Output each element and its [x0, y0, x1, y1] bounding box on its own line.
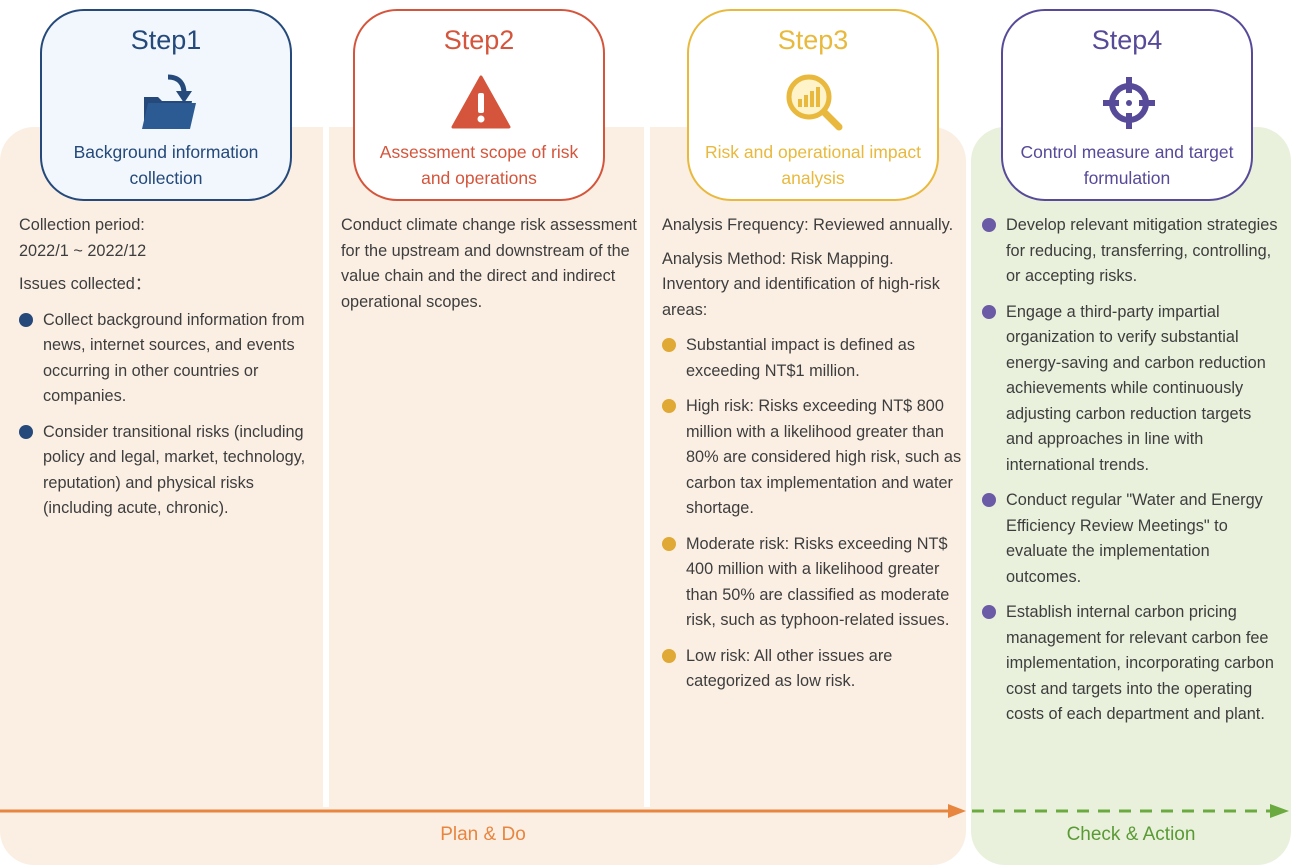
bullet-dot — [982, 218, 996, 232]
step3-details: Analysis Frequency: Reviewed annually. A… — [662, 213, 962, 705]
step-title: Step1 — [130, 25, 202, 55]
list-item: Conduct regular "Water and Energy Effici… — [982, 488, 1282, 590]
step-label: Background information collection — [73, 142, 259, 188]
list-item: Develop relevant mitigation strategies f… — [982, 213, 1282, 290]
plan-arrow-head — [948, 804, 966, 818]
list-item: Low risk: All other issues are categoriz… — [662, 644, 962, 695]
step-label: Control measure and target formulation — [1020, 142, 1234, 188]
bullet-dot — [19, 424, 33, 439]
list-item-text: Develop relevant mitigation strategies f… — [1006, 216, 1278, 285]
plan-do-label: Plan & Do — [440, 824, 526, 845]
list-item-text: Consider transitional risks (including p… — [43, 422, 306, 518]
warning-icon — [451, 75, 511, 129]
list-item: Engage a third-party impartial organizat… — [982, 300, 1282, 479]
list-item: Establish internal carbon pricing manage… — [982, 600, 1282, 728]
bullet-dot — [982, 493, 996, 507]
issues-label: Issues collected： — [19, 275, 152, 293]
risk-levels-list: Substantial impact is defined as exceedi… — [662, 333, 962, 695]
scope-text: Conduct climate change risk assessment f… — [341, 216, 637, 311]
list-item-text: Engage a third-party impartial organizat… — [1006, 302, 1266, 474]
magnifier-chart-icon — [786, 74, 843, 131]
list-item: High risk: Risks exceeding NT$ 800 milli… — [662, 394, 962, 522]
bullet-dot — [662, 338, 676, 352]
step1-card: Step1 Background information collection — [40, 9, 292, 201]
step2-details: Conduct climate change risk assessment f… — [341, 213, 641, 315]
list-item-text: Collect background information from news… — [43, 310, 305, 406]
check-arrow-head — [1270, 804, 1289, 818]
analysis-frequency: Analysis Frequency: Reviewed annually. — [662, 216, 954, 234]
list-item-text: Moderate risk: Risks exceeding NT$ 400 m… — [686, 534, 950, 630]
list-item: Consider transitional risks (including p… — [19, 420, 319, 522]
column-divider — [644, 127, 650, 807]
step2-card: Step2 Assessment scope of risk and opera… — [353, 9, 605, 201]
column-divider — [323, 127, 329, 807]
collection-period-value: 2022/1 ~ 2022/12 — [19, 241, 147, 260]
step4-card: Step4 Control measure and target formula… — [1001, 9, 1253, 201]
list-item-text: High risk: Risks exceeding NT$ 800 milli… — [686, 397, 962, 517]
step-title: Step3 — [777, 25, 849, 55]
list-item: Moderate risk: Risks exceeding NT$ 400 m… — [662, 532, 962, 634]
step1-details: Collection period: 2022/1 ~ 2022/12 Issu… — [19, 213, 319, 532]
check-action-panel — [971, 127, 1291, 865]
list-item-text: Establish internal carbon pricing manage… — [1006, 603, 1274, 723]
step-title: Step2 — [443, 25, 515, 55]
bullet-dot — [982, 605, 996, 619]
bullet-dot — [662, 536, 676, 551]
check-action-label: Check & Action — [1066, 824, 1196, 845]
step-title: Step4 — [1091, 25, 1163, 55]
step-label: Assessment scope of risk and operations — [379, 142, 579, 188]
list-item-text: Low risk: All other issues are categoriz… — [686, 646, 893, 691]
crosshair-target-icon — [1103, 77, 1155, 129]
bullet-dot — [19, 312, 33, 327]
list-item-text: Substantial impact is defined as exceedi… — [686, 336, 915, 380]
issues-list: Collect background information from news… — [19, 308, 319, 522]
list-item-text: Conduct regular "Water and Energy Effici… — [1006, 491, 1263, 586]
step4-details: Develop relevant mitigation strategies f… — [982, 213, 1282, 738]
plan-do-panel — [0, 127, 966, 865]
bullet-dot — [662, 648, 676, 663]
bullet-dot — [982, 304, 996, 319]
control-measures-list: Develop relevant mitigation strategies f… — [982, 213, 1282, 728]
bullet-dot — [662, 399, 676, 413]
step3-card: Step3 Risk and operational impact analys… — [687, 9, 939, 201]
flow-arrows — [0, 804, 1289, 818]
collection-period-label: Collection period: — [19, 216, 145, 234]
list-item: Substantial impact is defined as exceedi… — [662, 333, 962, 384]
step-label: Risk and operational impact analysis — [705, 142, 921, 188]
list-item: Collect background information from news… — [19, 308, 319, 410]
folder-download-icon — [142, 74, 196, 129]
analysis-method: Analysis Method: Risk Mapping. Inventory… — [662, 249, 940, 319]
